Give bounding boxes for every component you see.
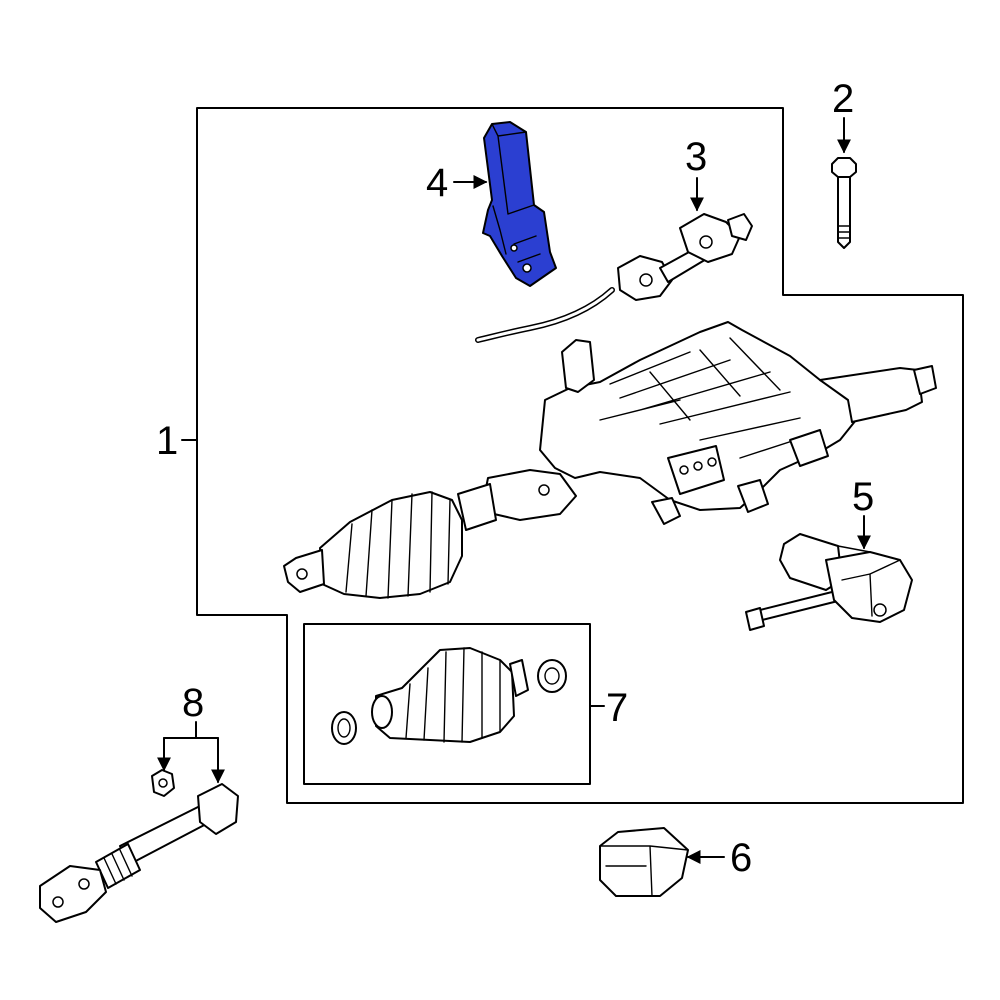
- shaft-joint-pin: [639, 273, 653, 287]
- callout-3: 3: [685, 135, 707, 179]
- boot-kit-ring-left: [331, 711, 357, 745]
- callout-7: 7: [606, 686, 628, 730]
- adjust-motor-detail: [837, 545, 901, 617]
- boot-kit-ring-right-inner: [544, 667, 560, 685]
- bolt-threads: [837, 225, 851, 239]
- boot-kit-boot-mouth: [371, 695, 393, 729]
- column-link: [457, 483, 497, 531]
- callout-1: 1: [156, 419, 178, 463]
- shaft-nut-hole: [158, 778, 168, 788]
- column-side-bracket: [789, 429, 829, 467]
- adjust-motor-part[interactable]: [745, 533, 913, 631]
- callout-4: 4: [426, 161, 448, 205]
- sensor-cable: [475, 287, 615, 343]
- control-module-part[interactable]: [599, 827, 689, 897]
- callout-5: 5: [852, 475, 874, 519]
- boot-kit-ring-left-inner: [337, 718, 351, 738]
- column-ribs: [599, 337, 821, 459]
- actuator-mount-hole: [510, 244, 518, 252]
- leader-8-bracket: [163, 721, 219, 739]
- bracket-hole: [707, 457, 717, 467]
- sensor-cable-core: [476, 288, 614, 342]
- shaft-assembly-bottom-yoke: [39, 865, 107, 923]
- column-lower-mount: [651, 497, 681, 525]
- shaft-assembly-hole: [78, 878, 90, 890]
- column-lower-yoke: [483, 469, 577, 521]
- shaft-joint-pin: [699, 235, 713, 249]
- callout-2: 2: [832, 77, 854, 121]
- boot-kit-folds: [405, 647, 501, 743]
- actuator-motor-part[interactable]: [482, 121, 557, 287]
- adjust-motor-bolt-head: [745, 607, 765, 631]
- shaft-assembly-top-yoke: [197, 783, 239, 835]
- boot-kit-frame: [303, 623, 591, 785]
- column-boot-folds: [345, 491, 451, 599]
- shaft-assembly-boot-folds: [103, 849, 133, 885]
- adjust-motor-hole: [873, 603, 887, 617]
- assembly-frame: [196, 107, 964, 804]
- actuator-motor-detail: [491, 123, 541, 263]
- control-module-detail: [599, 845, 689, 897]
- column-end-hole: [296, 568, 308, 580]
- column-top-motor: [561, 339, 595, 393]
- column-shaft-tip: [913, 365, 937, 395]
- actuator-mount-hole: [522, 263, 532, 273]
- callout-8: 8: [182, 681, 204, 725]
- column-upper-tube: [819, 367, 923, 423]
- shaft-assembly-part[interactable]: [39, 769, 239, 923]
- shaft-assembly-hole: [52, 896, 64, 908]
- column-housing: [539, 321, 857, 511]
- bolt-part[interactable]: [831, 157, 857, 249]
- callout-6: 6: [730, 836, 752, 880]
- intermediate-shaft-part[interactable]: [475, 213, 753, 343]
- bracket-hole: [679, 465, 689, 475]
- boot-kit-ring-right: [537, 659, 567, 693]
- yoke-bolt: [538, 484, 550, 496]
- shaft-end: [727, 213, 753, 241]
- bolt-head: [831, 157, 857, 178]
- boot-kit-part[interactable]: [331, 647, 567, 745]
- column-lower-mount: [737, 479, 769, 513]
- boot-kit-collar: [509, 659, 529, 697]
- steering-column-part[interactable]: [283, 321, 937, 599]
- bracket-hole: [693, 461, 703, 471]
- control-module-body: [599, 827, 689, 897]
- adjust-motor-gearbox: [825, 551, 913, 623]
- bolt-shank: [837, 176, 851, 249]
- adjust-motor-bolt: [759, 589, 843, 621]
